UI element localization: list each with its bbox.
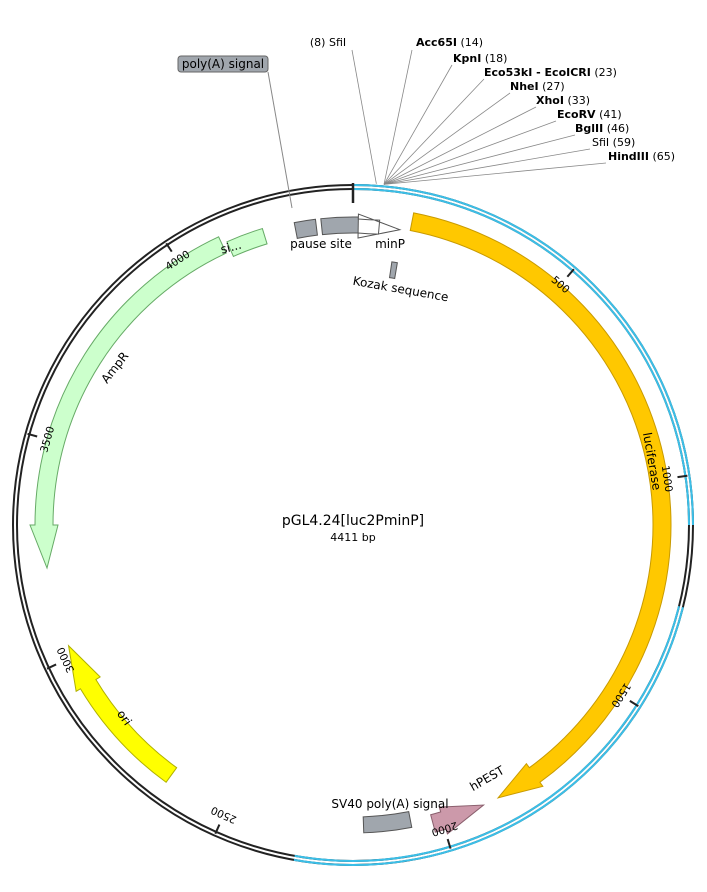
hpest-feature [430, 804, 486, 835]
site-leader-4 [383, 92, 511, 185]
tick-mark-500 [566, 268, 575, 278]
signal-feature [226, 227, 268, 258]
site-label-kpni: KpnI (18) [453, 52, 507, 65]
tick-label-2500: 2500 [209, 804, 238, 826]
site-leader-2 [383, 64, 453, 185]
site-leader-5 [383, 106, 537, 185]
site-leader-3 [383, 78, 485, 185]
highlight-segment-1 [352, 184, 694, 526]
sv40-polya-feature [362, 811, 413, 834]
site-leader-1 [383, 49, 413, 185]
kozak-label: Kozak sequence [352, 274, 450, 305]
site-label-eco53ki: Eco53kI - EcoICRI (23) [484, 66, 617, 79]
ampr-feature [29, 236, 227, 570]
tick-mark-2500 [214, 824, 221, 835]
site-label-sfi1: (8) SfiI [310, 36, 346, 49]
pause-site-label: pause site [290, 237, 352, 251]
hpest-label: hPEST [467, 763, 507, 794]
plasmid-name: pGL4.24[luc2PminP] [282, 513, 424, 529]
luciferase-feature [409, 212, 672, 799]
site-leader-8 [383, 148, 591, 185]
tick-mark-4000 [165, 242, 173, 253]
sv40-label: SV40 poly(A) signal [331, 797, 448, 811]
tick-mark-1500 [629, 700, 639, 708]
plasmid-length: 4411 bp [330, 531, 375, 544]
site-label-sfi2: SfiI (59) [592, 136, 635, 149]
minp-feature [357, 213, 402, 239]
si-label: si... [219, 238, 243, 257]
tick-label-1000: 1000 [659, 465, 675, 493]
tick-mark-2000 [446, 838, 452, 849]
site-leader-9 [383, 162, 607, 185]
site-leader-7 [383, 134, 576, 185]
minp-label: minP [375, 237, 405, 251]
site-leader-6 [383, 120, 557, 185]
site-label-ecorv: EcoRV (41) [557, 108, 622, 121]
tick-mark-3000 [46, 663, 57, 670]
pause-site-box-1 [293, 218, 318, 239]
tick-mark-3500 [27, 432, 38, 438]
site-leader-0 [351, 49, 377, 184]
kozak-feature [388, 261, 398, 280]
site-label-nhei: NheI (27) [510, 80, 565, 93]
polya-callout-box [177, 55, 269, 73]
site-label-xhoi: XhoI (33) [536, 94, 590, 107]
pause-site-box-2 [320, 216, 359, 236]
site-label-bglii: BglII (46) [575, 122, 629, 135]
highlight-segment-1-inner [352, 188, 690, 526]
site-label-acc65i: Acc65I (14) [416, 36, 483, 49]
site-label-hindiii: HindIII (65) [608, 150, 675, 163]
polya-leader [267, 71, 293, 209]
polya-callout-label: poly(A) signal [182, 57, 264, 71]
highlight-segment-2-inner [294, 606, 680, 862]
ori-feature [67, 644, 178, 783]
highlight-segment-2 [293, 607, 684, 866]
tick-mark-1000 [677, 474, 688, 479]
site-leader-lines [351, 49, 607, 185]
